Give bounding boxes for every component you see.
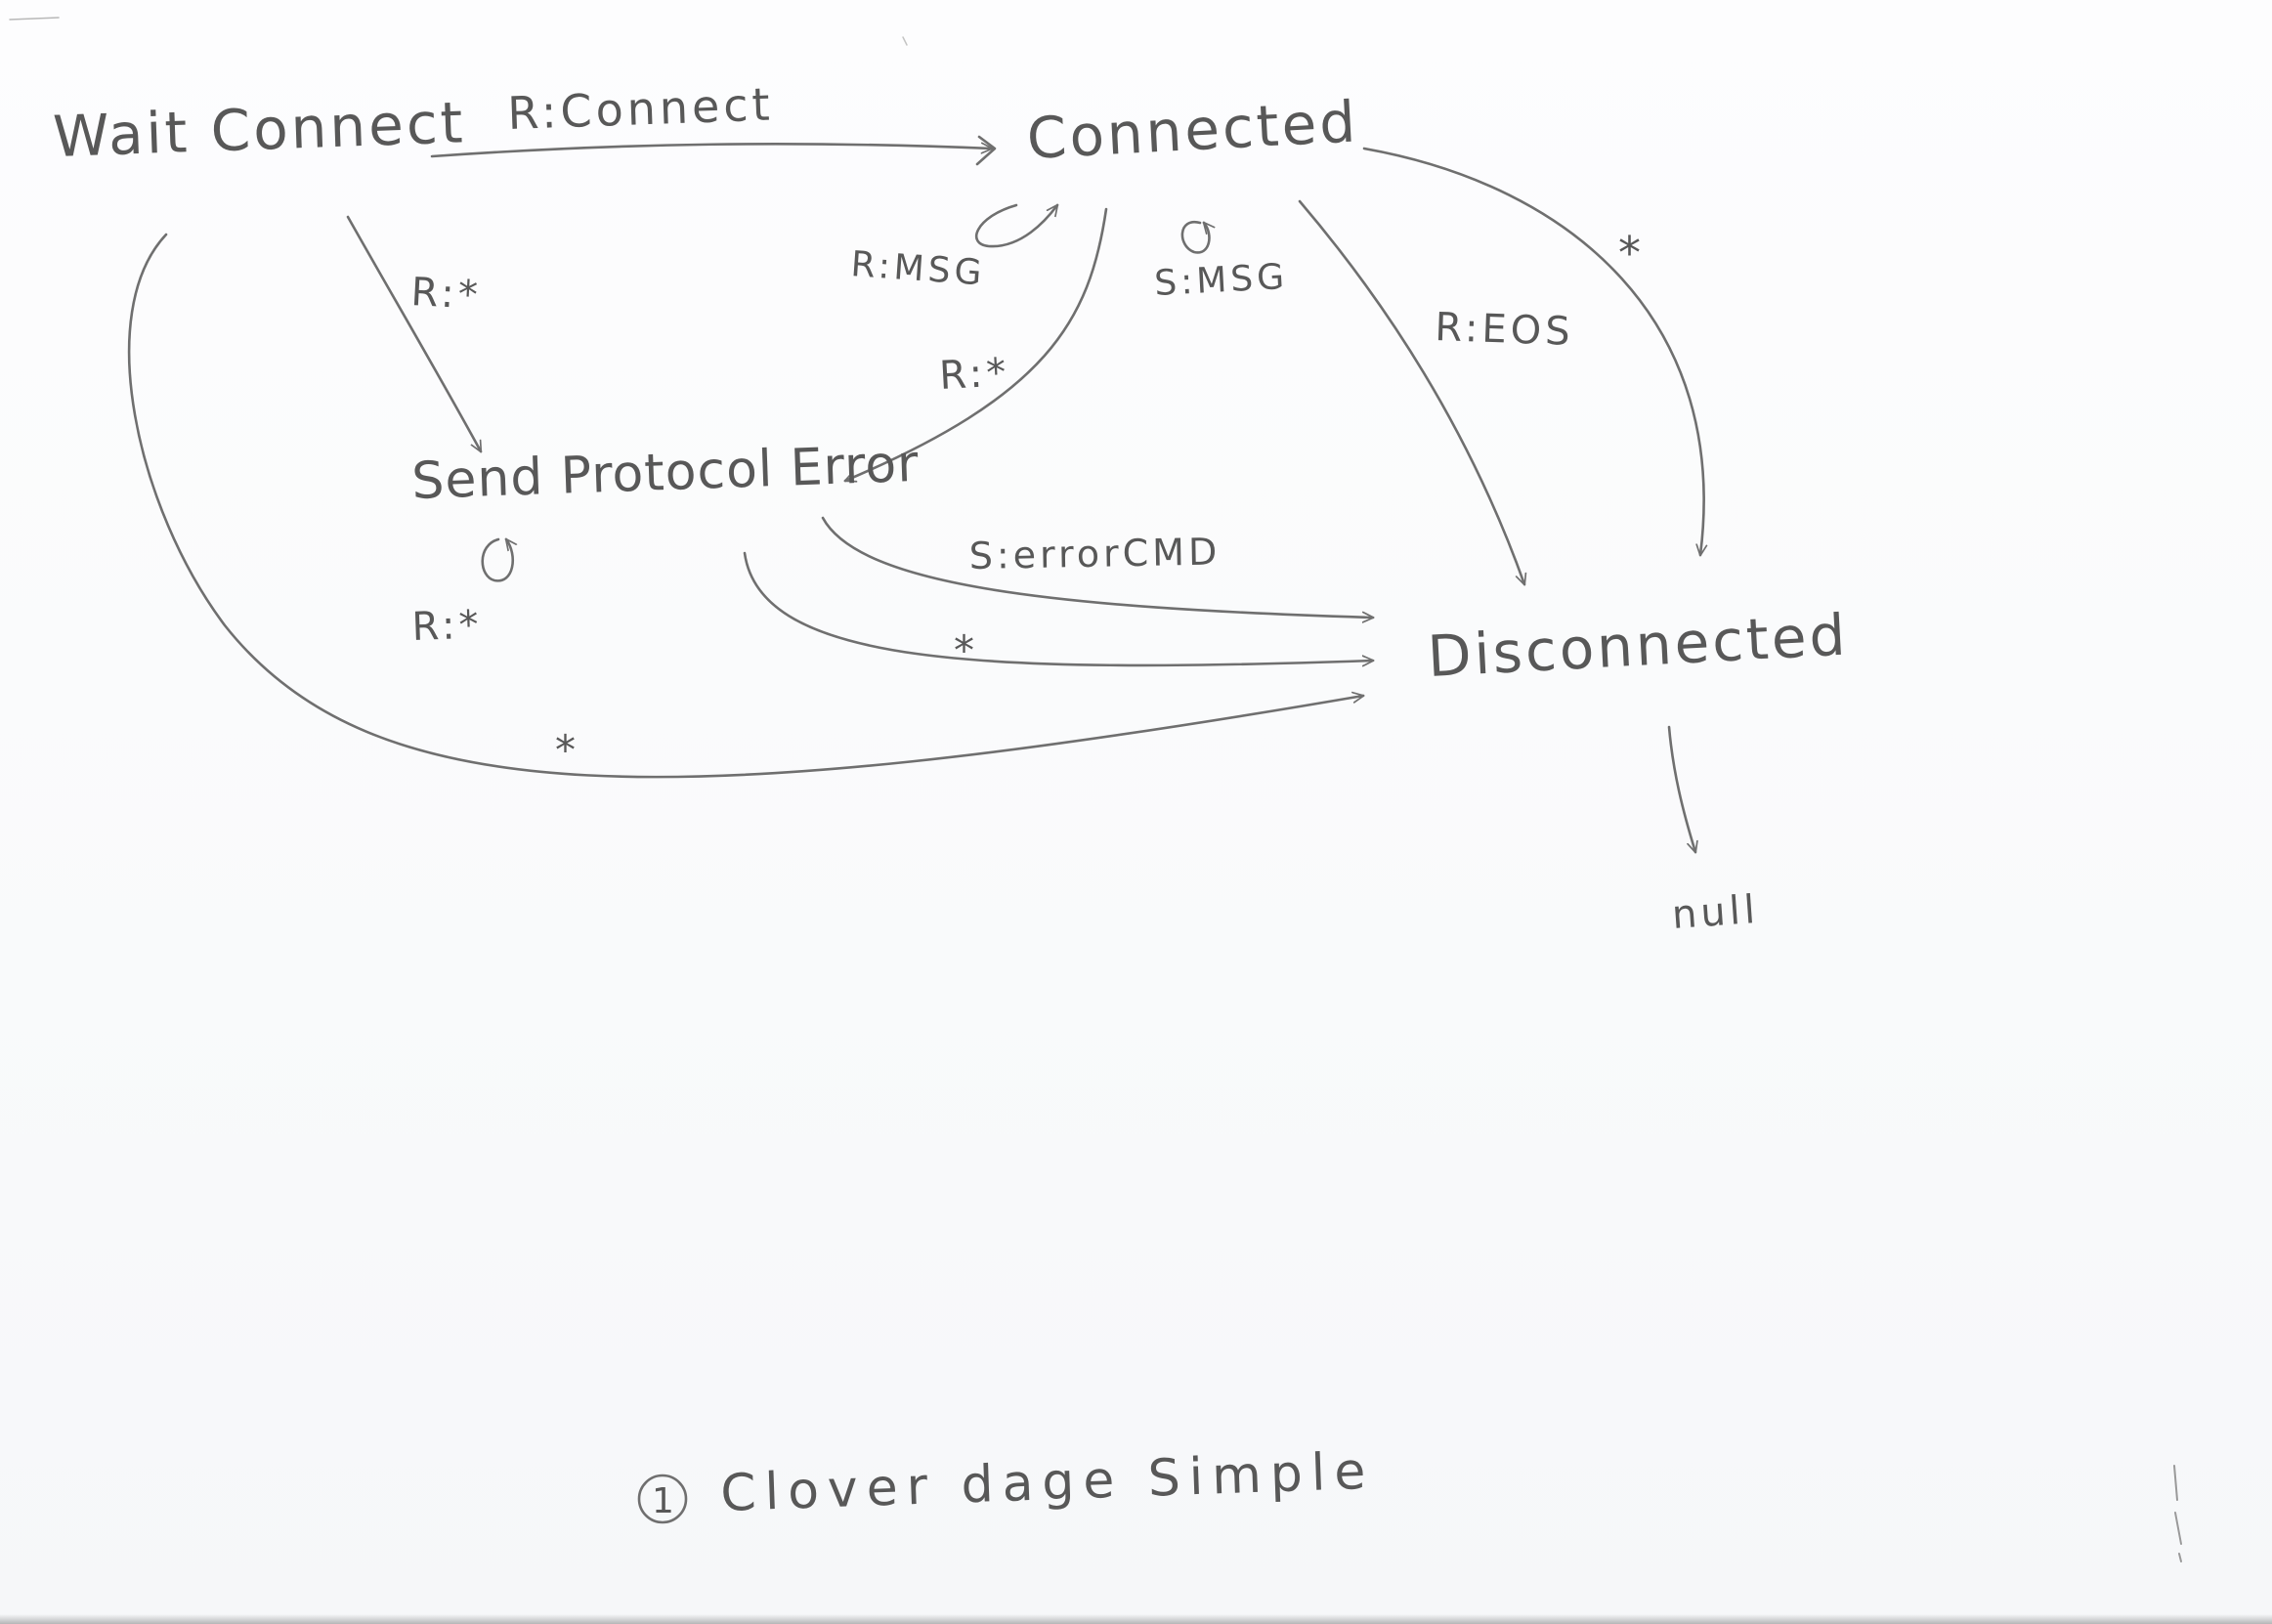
edge-wait-to-connected <box>430 144 992 158</box>
state-send-protocol-error: Send Protocol Error <box>410 435 920 511</box>
paper-mark <box>902 36 908 46</box>
label-error-disconnected-any: * <box>954 626 978 674</box>
state-disconnected: Disconnected <box>1426 602 1850 690</box>
edge-error-to-disconnected-any <box>743 551 1373 665</box>
label-wait-error: R:* <box>409 270 482 319</box>
state-null: null <box>1670 887 1760 938</box>
edge-disconnected-to-null <box>1667 725 1695 852</box>
label-s-errorcmd: S:errorCMD <box>968 531 1221 577</box>
paper-mark <box>2173 1465 2182 1562</box>
state-wait-connect: Wait Connect <box>52 89 466 170</box>
edge-wait-to-disconnected-any <box>127 233 1363 779</box>
caption-number: 1 <box>652 1481 674 1521</box>
label-r-connect: R:Connect <box>506 78 774 140</box>
label-connected-disconnected-any: * <box>1618 227 1645 279</box>
edge-connected-to-disconnected-any <box>1362 147 1704 555</box>
arrow-stroke <box>975 135 997 166</box>
label-r-msg: R:MSG <box>849 244 986 294</box>
caption-title: Clover dage Simple <box>719 1442 1375 1523</box>
edge-connected-self-send <box>1180 220 1210 254</box>
label-error-self: R:* <box>411 603 484 650</box>
edge-connected-to-error <box>845 207 1108 481</box>
state-connected: Connected <box>1025 88 1359 172</box>
edge-connected-self-recv <box>975 205 1059 248</box>
label-connected-error: R:* <box>938 350 1010 399</box>
edge-error-to-disconnected-cmd <box>821 516 1373 618</box>
label-r-eos: R:EOS <box>1435 305 1575 355</box>
edge-wait-to-error <box>346 215 483 451</box>
label-s-msg: S:MSG <box>1153 257 1289 304</box>
edge-connected-to-disconnected-eos <box>1298 199 1524 584</box>
caption-number-circle <box>637 1474 688 1524</box>
edge-error-self <box>481 539 513 582</box>
paper-shadow <box>0 1614 2272 1624</box>
paper-mark <box>9 17 60 21</box>
label-wait-disconnected-any: * <box>555 726 579 774</box>
